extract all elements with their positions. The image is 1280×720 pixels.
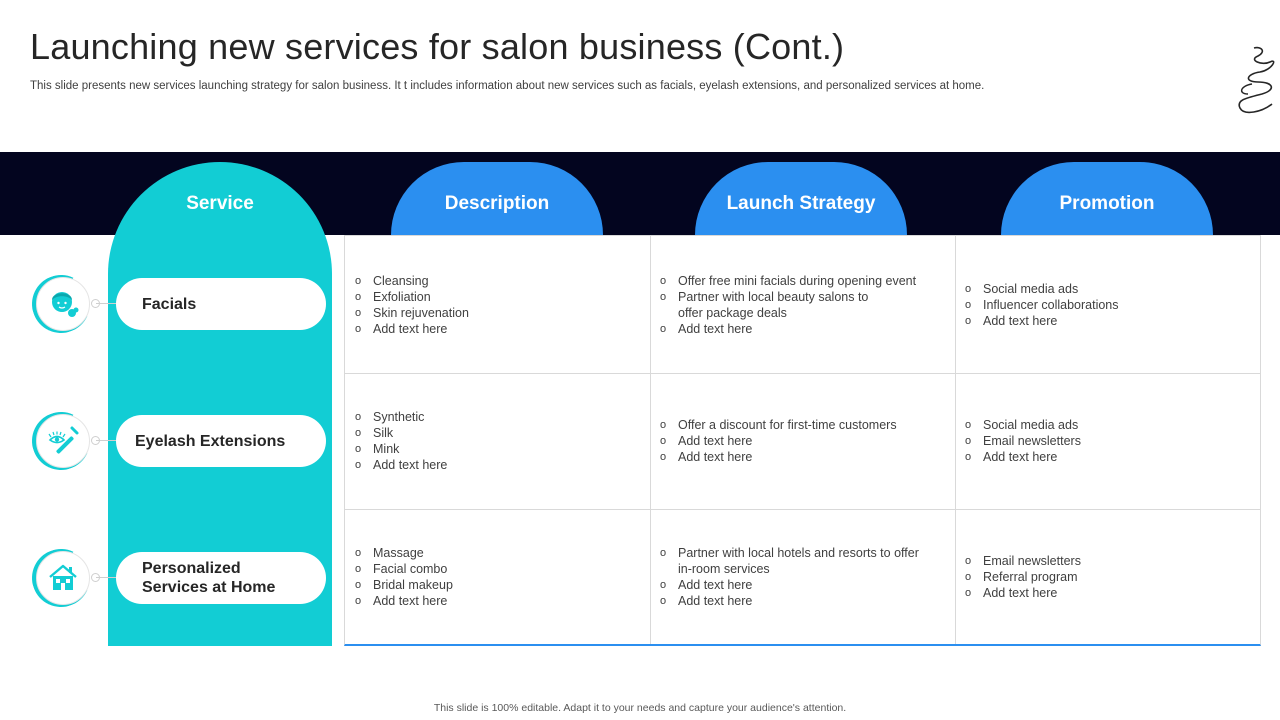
list-item: Synthetic bbox=[355, 409, 650, 425]
list-item: Add text here bbox=[965, 313, 1261, 329]
header-launch-strategy: Launch Strategy bbox=[726, 193, 876, 214]
facials-icon-badge bbox=[23, 266, 99, 342]
eyelash-brush-icon bbox=[36, 414, 90, 468]
header-description: Description bbox=[444, 193, 550, 214]
connector-line bbox=[96, 577, 118, 578]
list-item: Add text here bbox=[355, 321, 650, 337]
list-item: Add text here bbox=[355, 457, 650, 473]
cell-promotion-home: Email newsletters Referral program Add t… bbox=[955, 509, 1261, 645]
list-item: Social media ads bbox=[965, 281, 1261, 297]
list-item: Bridal makeup bbox=[355, 577, 650, 593]
list-item: Exfoliation bbox=[355, 289, 650, 305]
list-item: Add text here bbox=[965, 585, 1261, 601]
list-item: Add text here bbox=[965, 449, 1261, 465]
list-item: Email newsletters bbox=[965, 553, 1261, 569]
service-name: Facials bbox=[142, 295, 197, 313]
cell-launch-home: Partner with local hotels and resorts to… bbox=[650, 509, 955, 645]
list-item: Social media ads bbox=[965, 417, 1261, 433]
header-launch-strategy-dome bbox=[695, 162, 907, 235]
cell-promotion-facials: Social media ads Influencer collaboratio… bbox=[955, 236, 1261, 373]
list-item: Massage bbox=[355, 545, 650, 561]
page-title: Launching new services for salon busines… bbox=[30, 26, 845, 67]
list-item: Silk bbox=[355, 425, 650, 441]
list-item: Offer free mini facials during opening e… bbox=[660, 273, 955, 289]
service-label-eyelash: Eyelash Extensions bbox=[116, 415, 326, 467]
eyelash-icon-badge bbox=[23, 403, 99, 479]
list-item: Email newsletters bbox=[965, 433, 1261, 449]
face-mask-icon bbox=[36, 277, 90, 331]
service-label-home: Personalized Services at Home bbox=[116, 552, 326, 604]
cell-launch-eyelash: Offer a discount for first-time customer… bbox=[650, 373, 955, 509]
list-item: Offer a discount for first-time customer… bbox=[660, 417, 955, 433]
list-item-continuation: in-room services bbox=[660, 561, 955, 577]
service-name: Personalized Services at Home bbox=[142, 559, 275, 597]
service-name-line: Personalized bbox=[142, 560, 241, 577]
list-item: Partner with local hotels and resorts to… bbox=[660, 545, 955, 561]
footer-note: This slide is 100% editable. Adapt it to… bbox=[433, 702, 847, 714]
header-promotion-dome bbox=[1001, 162, 1213, 235]
list-item: Add text here bbox=[660, 577, 955, 593]
cell-description-home: Massage Facial combo Bridal makeup Add t… bbox=[345, 509, 650, 645]
cell-promotion-eyelash: Social media ads Email newsletters Add t… bbox=[955, 373, 1261, 509]
service-label-facials: Facials bbox=[116, 278, 326, 330]
list-item: Influencer collaborations bbox=[965, 297, 1261, 313]
page-subtitle: This slide presents new services launchi… bbox=[30, 80, 985, 92]
cell-description-facials: Cleansing Exfoliation Skin rejuvenation … bbox=[345, 236, 650, 373]
list-item: Facial combo bbox=[355, 561, 650, 577]
list-item: Add text here bbox=[660, 321, 955, 337]
list-item: Add text here bbox=[660, 433, 955, 449]
list-item-continuation: offer package deals bbox=[660, 305, 955, 321]
list-item-text: offer package deals bbox=[678, 305, 787, 320]
connector-line bbox=[96, 303, 118, 304]
services-table: Cleansing Exfoliation Skin rejuvenation … bbox=[344, 235, 1261, 646]
home-icon-badge bbox=[23, 540, 99, 616]
cell-description-eyelash: Synthetic Silk Mink Add text here bbox=[345, 373, 650, 509]
service-name: Eyelash Extensions bbox=[135, 432, 286, 450]
list-item: Mink bbox=[355, 441, 650, 457]
row-divider bbox=[345, 509, 1260, 510]
column-divider bbox=[650, 236, 651, 644]
list-item: Add text here bbox=[660, 593, 955, 609]
row-divider bbox=[345, 373, 1260, 374]
list-item: Skin rejuvenation bbox=[355, 305, 650, 321]
header-promotion: Promotion bbox=[1059, 193, 1155, 214]
swirl-logo-icon bbox=[1238, 46, 1275, 114]
column-divider bbox=[955, 236, 956, 644]
list-item: Cleansing bbox=[355, 273, 650, 289]
list-item: Add text here bbox=[355, 593, 650, 609]
list-item: Add text here bbox=[660, 449, 955, 465]
service-name-line: Services at Home bbox=[142, 579, 276, 596]
list-item: Partner with local beauty salons to bbox=[660, 289, 955, 305]
header-service: Service bbox=[186, 193, 254, 214]
home-service-icon bbox=[36, 551, 90, 605]
list-item-text: in-room services bbox=[678, 562, 770, 576]
list-item: Referral program bbox=[965, 569, 1261, 585]
connector-line bbox=[96, 440, 118, 441]
cell-launch-facials: Offer free mini facials during opening e… bbox=[650, 236, 955, 373]
header-description-dome bbox=[391, 162, 603, 235]
